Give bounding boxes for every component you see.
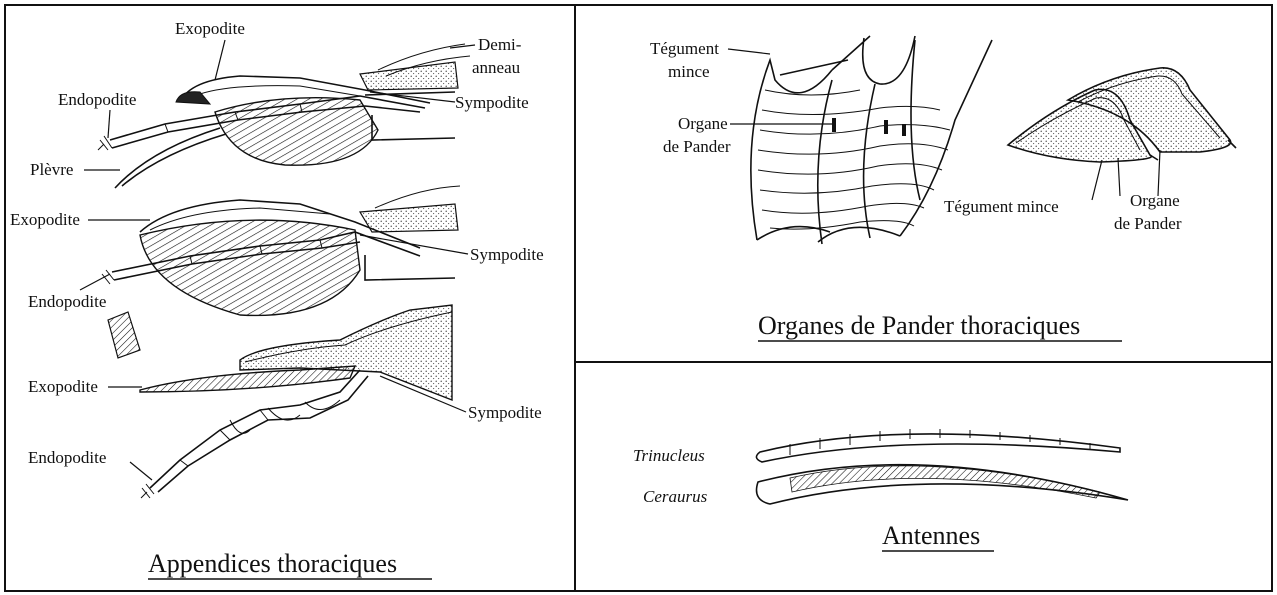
label-tegument-1: Tégument xyxy=(650,39,719,58)
label-exopodite-1: Exopodite xyxy=(175,19,245,38)
label-endopodite-1: Endopodite xyxy=(58,90,136,109)
label-sympodite-2: Sympodite xyxy=(470,245,544,264)
title-pander: Organes de Pander thoraciques xyxy=(758,311,1080,340)
label-endopodite-2: Endopodite xyxy=(28,292,106,311)
panel-pander-border xyxy=(575,5,1272,362)
label-plevre: Plèvre xyxy=(30,160,73,179)
label-sympodite-3: Sympodite xyxy=(468,403,542,422)
label-tegument-2: mince xyxy=(668,62,710,81)
label-exopodite-2: Exopodite xyxy=(10,210,80,229)
appendix-drawing-1 xyxy=(98,44,470,188)
label-organe-right-2: de Pander xyxy=(1114,214,1182,233)
label-tegument-mince: Tégument mince xyxy=(944,197,1059,216)
title-antennes: Antennes xyxy=(882,521,980,550)
label-sympodite-1: Sympodite xyxy=(455,93,529,112)
antenna-trinucleus xyxy=(756,429,1120,462)
label-ceraurus: Ceraurus xyxy=(643,487,708,506)
label-demi-2: anneau xyxy=(472,58,521,77)
antenna-labels: Trinucleus Ceraurus xyxy=(633,446,708,506)
label-exopodite-3: Exopodite xyxy=(28,377,98,396)
appendix-drawing-3 xyxy=(108,305,452,498)
label-organe-1: Organe xyxy=(678,114,728,133)
label-demi-1: Demi- xyxy=(478,35,522,54)
label-endopodite-3: Endopodite xyxy=(28,448,106,467)
label-trinucleus: Trinucleus xyxy=(633,446,705,465)
pander-drawing-right xyxy=(1008,68,1236,162)
label-organe-2: de Pander xyxy=(663,137,731,156)
appendix-drawing-2 xyxy=(102,186,460,315)
title-appendices: Appendices thoraciques xyxy=(148,549,397,578)
antenna-ceraurus xyxy=(757,465,1129,504)
label-organe-right-1: Organe xyxy=(1130,191,1180,210)
